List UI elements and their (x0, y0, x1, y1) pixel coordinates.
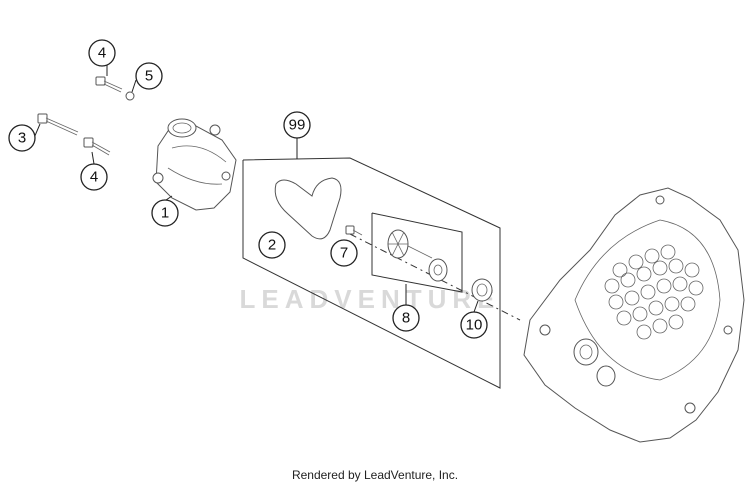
bolt-short-top (95, 76, 123, 93)
kit-outline-99 (242, 137, 501, 389)
callout-label: 8 (402, 310, 410, 327)
callout-label: 5 (145, 68, 153, 85)
water-pump-cover (152, 118, 237, 211)
callout-8: 8 (392, 304, 420, 332)
callout-3: 3 (8, 124, 36, 152)
callout-1: 1 (151, 199, 179, 227)
callout-label: 4 (90, 169, 98, 186)
callout-4-top: 4 (88, 39, 116, 67)
callout-label: 4 (98, 45, 106, 62)
pump-impeller (387, 229, 433, 259)
callout-label: 1 (161, 205, 169, 222)
callout-label: 99 (289, 117, 306, 134)
callout-label: 10 (466, 317, 483, 334)
callout-label: 2 (268, 237, 276, 254)
washer (125, 91, 135, 101)
callout-2: 2 (258, 231, 286, 259)
assembly-axis-line (349, 233, 521, 321)
impeller-screw (345, 225, 363, 236)
kit-outline-8 (371, 212, 463, 305)
crankcase-cover (523, 187, 745, 443)
pump-gasket (274, 177, 342, 240)
bolt-long (37, 113, 79, 136)
callout-5: 5 (135, 62, 163, 90)
callout-4-bottom: 4 (80, 163, 108, 191)
watermark-text: LEADVENTURE (239, 284, 500, 314)
shaft-seal-disc (428, 258, 448, 282)
callout-7: 7 (330, 239, 358, 267)
callout-label: 7 (340, 245, 348, 262)
callout-99: 99 (283, 111, 311, 139)
callout-label: 3 (18, 130, 26, 147)
cover-honeycomb-pattern (604, 244, 704, 340)
callout-10: 10 (460, 311, 488, 339)
seal-ring (471, 278, 493, 302)
footer-credit: Rendered by LeadVenture, Inc. (291, 468, 459, 482)
bolt-short-bottom (83, 137, 111, 156)
